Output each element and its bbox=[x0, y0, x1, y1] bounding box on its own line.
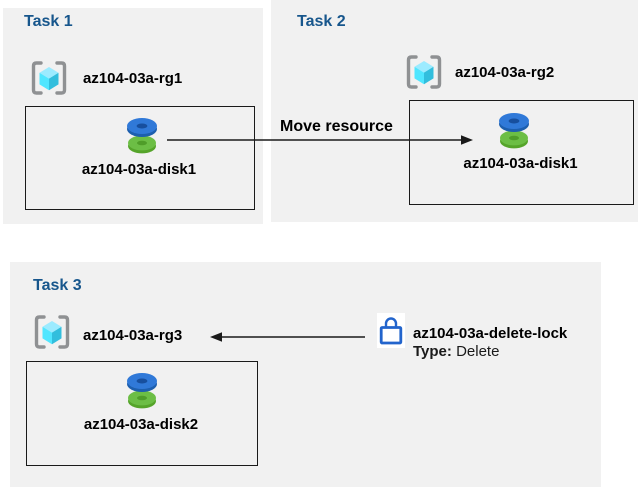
task1-resource-group-label: az104-03a-rg1 bbox=[83, 70, 183, 87]
lock-type-key: Type: bbox=[413, 343, 452, 360]
lock-type-value: Delete bbox=[456, 343, 500, 360]
lock-type-label: Type: Delete bbox=[413, 343, 499, 360]
move-arrow-icon bbox=[167, 135, 473, 145]
disk-icon bbox=[127, 373, 157, 409]
task1-resource-label: az104-03a-disk1 bbox=[81, 161, 197, 178]
task2-panel bbox=[271, 0, 638, 222]
task2-resource-group-label: az104-03a-rg2 bbox=[455, 64, 555, 81]
disk-icon bbox=[499, 113, 529, 149]
lock-icon-background bbox=[377, 313, 405, 348]
move-resource-label: Move resource bbox=[280, 118, 393, 135]
task2-resource-box bbox=[409, 100, 634, 205]
task3-resource-group-label: az104-03a-rg3 bbox=[83, 327, 183, 344]
lock-arrow-icon bbox=[210, 332, 365, 342]
task3-panel bbox=[10, 262, 601, 487]
task3-resource-label: az104-03a-disk2 bbox=[83, 416, 199, 433]
task1-resource-box bbox=[25, 106, 255, 210]
task2-resource-label: az104-03a-disk1 bbox=[463, 155, 578, 172]
lock-name-label: az104-03a-delete-lock bbox=[413, 325, 568, 342]
resource-group-icon bbox=[31, 61, 67, 95]
lock-icon bbox=[379, 317, 403, 345]
task1-title: Task 1 bbox=[24, 13, 73, 30]
disk-icon bbox=[127, 118, 157, 154]
resource-group-icon bbox=[406, 55, 442, 89]
task3-resource-box bbox=[26, 361, 258, 466]
task1-panel bbox=[3, 8, 263, 224]
task2-title: Task 2 bbox=[297, 13, 346, 30]
resource-group-icon bbox=[34, 315, 70, 349]
task3-title: Task 3 bbox=[33, 277, 82, 294]
